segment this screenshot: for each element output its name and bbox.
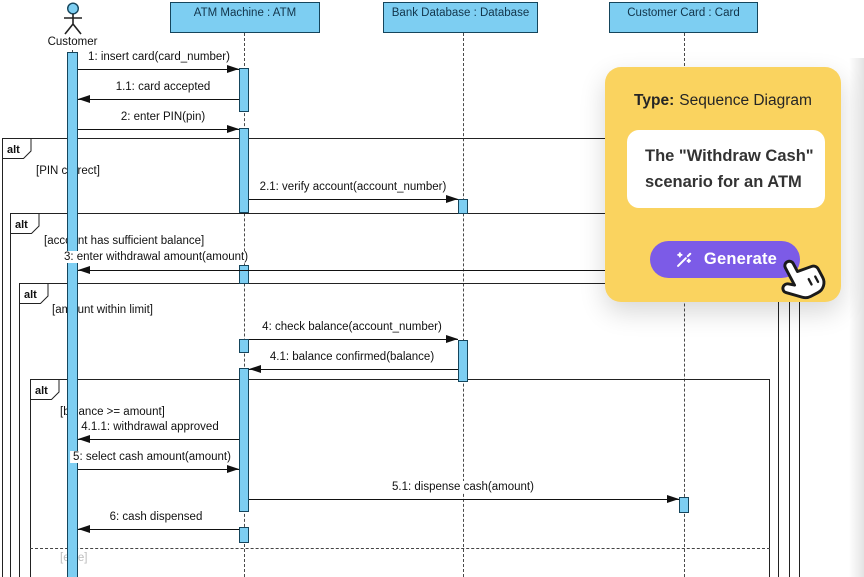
alt-fragment-2: [10, 213, 790, 577]
message-2-line: [78, 99, 239, 100]
generate-button[interactable]: Generate: [650, 241, 800, 278]
message-7-label: 4.1: balance confirmed(balance): [266, 351, 438, 363]
alt-fragment-2-label: alt: [10, 213, 40, 234]
lifeline-atm: [243, 33, 245, 577]
page-edge-shadow: [849, 58, 864, 577]
message-10-arrowhead: [667, 494, 679, 503]
actor-label-customer: Customer: [47, 36, 98, 48]
svg-text:alt: alt: [7, 144, 20, 156]
message-3-arrowhead: [227, 124, 239, 133]
activation-atm-4: [239, 339, 249, 353]
activation-atm-5: [239, 368, 249, 512]
message-10-label: 5.1: dispense cash(amount): [389, 481, 537, 493]
generate-button-label: Generate: [703, 250, 778, 268]
message-7-line: [249, 369, 458, 370]
scenario-description-box: The "Withdraw Cash" scenario for an ATM: [627, 130, 825, 208]
message-2-arrowhead: [78, 94, 90, 103]
type-value: Sequence Diagram: [679, 92, 812, 109]
message-8-label: 4.1.1: withdrawal approved: [78, 421, 222, 433]
message-3-label: 2: enter PIN(pin): [117, 111, 209, 123]
svg-text:alt: alt: [24, 289, 37, 301]
message-10-line: [249, 499, 679, 500]
activation-atm-2: [239, 128, 249, 213]
message-3-line: [78, 129, 239, 130]
message-6-label: 4: check balance(account_number): [259, 321, 445, 333]
activation-db-1: [458, 199, 468, 214]
message-1-arrowhead: [227, 64, 239, 73]
message-2-label: 1.1: card accepted: [112, 81, 214, 93]
message-9-label: 5: select cash amount(amount): [70, 451, 234, 463]
activation-atm-1: [239, 68, 249, 112]
message-11-label: 6: cash dispensed: [106, 511, 206, 523]
message-11-line: [78, 529, 239, 530]
alt-fragment-1-label: alt: [2, 138, 32, 159]
lifeline-head-db: Bank Database : Database: [383, 2, 538, 33]
message-11-arrowhead: [78, 524, 90, 533]
alt-fragment-3-label: alt: [19, 283, 49, 304]
lifeline-head-card: Customer Card : Card: [609, 2, 758, 33]
message-6-arrowhead: [446, 334, 458, 343]
message-6-line: [249, 339, 458, 340]
lifeline-card: [683, 33, 685, 577]
diagram-type-row: Type:Sequence Diagram: [605, 92, 841, 110]
alt-fragment-3: [19, 283, 779, 577]
alt-fragment-1: [2, 138, 800, 577]
message-8-line: [78, 439, 239, 440]
lifeline-db: [462, 33, 464, 577]
message-4-label: 2.1: verify account(account_number): [256, 181, 450, 193]
guard-condition: [account has sufficient balance]: [44, 235, 205, 247]
activation-card-1: [679, 497, 689, 513]
message-7-arrowhead: [249, 364, 261, 373]
message-8-arrowhead: [78, 434, 90, 443]
message-1-line: [78, 69, 239, 70]
alt-fragment-4-label: alt: [30, 379, 60, 400]
message-9-arrowhead: [227, 464, 239, 473]
alt-else-separator: [30, 548, 770, 549]
alt-fragment-4: [30, 379, 770, 577]
message-4-arrowhead: [446, 194, 458, 203]
message-4-line: [249, 199, 458, 200]
message-5-arrowhead: [78, 265, 90, 274]
hand-cursor-icon: [762, 239, 846, 323]
svg-text:alt: alt: [15, 219, 28, 231]
magic-wand-icon: [673, 249, 695, 271]
guard-condition: [balance >= amount]: [60, 406, 165, 418]
activation-customer-main: [67, 52, 78, 577]
actor-figure-customer: [58, 1, 88, 37]
svg-text:alt: alt: [35, 385, 48, 397]
ai-generator-card: Type:Sequence Diagram The "Withdraw Cash…: [605, 67, 841, 302]
message-5-line: [78, 270, 684, 271]
activation-atm-3: [239, 265, 249, 284]
message-9-line: [78, 469, 239, 470]
scenario-description-text: The "Withdraw Cash" scenario for an ATM: [645, 147, 814, 191]
message-1-label: 1: insert card(card_number): [85, 51, 233, 63]
activation-atm-6: [239, 527, 249, 543]
message-5-label: 3: enter withdrawal amount(amount): [60, 251, 252, 263]
activation-db-2: [458, 340, 468, 382]
lifeline-head-atm: ATM Machine : ATM: [170, 2, 320, 33]
type-label: Type:: [634, 92, 675, 109]
